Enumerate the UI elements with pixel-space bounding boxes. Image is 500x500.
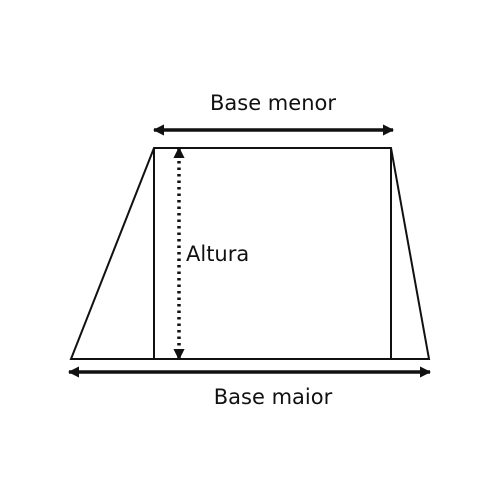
top-base-label: Base menor (210, 91, 336, 115)
trapezoid-shape (69, 147, 431, 360)
height-label: Altura (186, 242, 249, 266)
bottom-base-label: Base maior (214, 385, 333, 409)
